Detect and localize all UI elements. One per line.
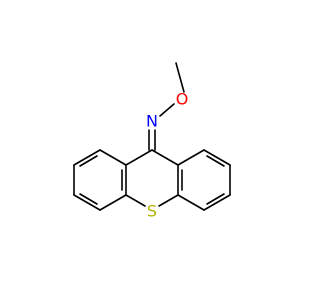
bond-left-2 [73, 149, 101, 166]
bond-left-4 [73, 194, 101, 211]
bond-c4a-s [125, 194, 146, 207]
bond-left-inner-2 [79, 155, 98, 167]
bond-right-4 [203, 194, 231, 211]
bond-right-inner-3 [206, 193, 225, 205]
bond-left-1 [99, 149, 127, 166]
bond-right-5 [177, 194, 205, 211]
bond-left-inner-3 [79, 193, 98, 205]
bond-c9-c9a [125, 149, 153, 166]
bond-methyl-o [175, 62, 185, 93]
bond-right-2 [203, 149, 231, 166]
bond-left-5 [99, 194, 127, 211]
atom-oxygen-label: O [176, 90, 189, 109]
bond-c10a-s [158, 194, 179, 207]
bond-o-n [159, 103, 175, 117]
atom-nitrogen-label: N [146, 112, 158, 131]
bond-right-inner-2 [206, 155, 225, 167]
molecule-canvas: O N S [73, 62, 231, 221]
structure-diagram: O N S [73, 62, 231, 221]
bond-c9-c8a [151, 149, 179, 166]
bond-right-1 [177, 149, 205, 166]
atom-sulfur-label: S [147, 202, 157, 221]
